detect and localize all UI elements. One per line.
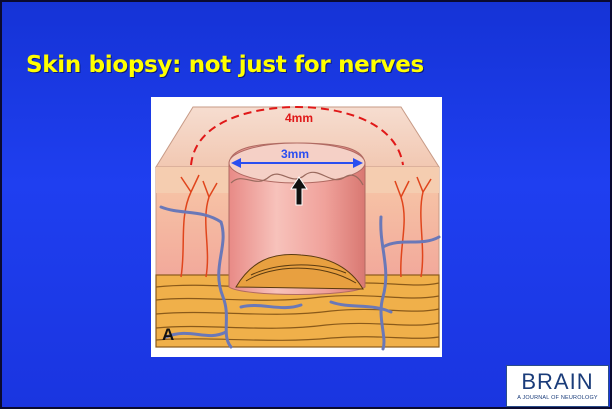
skin-biopsy-illustration: 4mm 3mm A [151, 97, 442, 357]
logo-subtitle: A JOURNAL OF NEUROLOGY [507, 395, 608, 401]
panel-letter: A [162, 325, 174, 344]
brain-journal-logo: BRAIN A JOURNAL OF NEUROLOGY [506, 365, 609, 407]
inner-diameter-label: 3mm [281, 147, 309, 161]
biopsy-diagram: 4mm 3mm A [151, 97, 442, 357]
logo-name: BRAIN [507, 369, 608, 395]
outer-diameter-label: 4mm [285, 111, 313, 125]
slide-title: Skin biopsy: not just for nerves [26, 52, 424, 78]
